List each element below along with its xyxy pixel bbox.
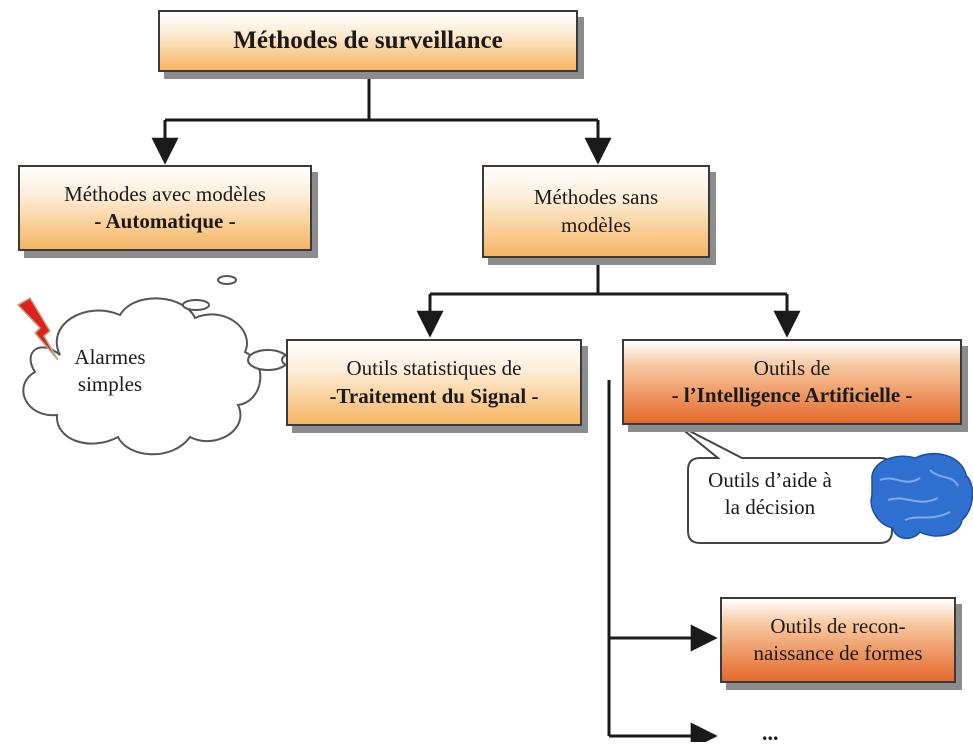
ai-tools-box: Outils de - l’Intelligence Artificielle … — [622, 339, 962, 425]
pattern-tools-box: Outils de recon- naissance de formes — [720, 597, 956, 683]
pattern-tools-line1: Outils de recon- — [770, 613, 906, 638]
with-models-label: Méthodes avec modèles — [64, 181, 266, 206]
root-method-box: Méthodes de surveillance — [158, 10, 578, 72]
decision-line1: Outils d’aide à — [708, 468, 832, 492]
signal-tools-line1: Outils statistiques de — [346, 356, 522, 381]
brain-icon — [870, 452, 973, 540]
root-connector — [151, 72, 612, 165]
without-models-box: Méthodes sans modèles — [482, 165, 710, 258]
with-models-box: Méthodes avec modèles - Automatique - — [18, 165, 312, 251]
pattern-tools-line2: naissance de formes — [753, 641, 923, 665]
lightning-bolt-icon — [16, 296, 59, 361]
signal-tools-box: Outils statistiques de -Traitement du Si… — [286, 339, 582, 426]
without-models-line1: Méthodes sans — [533, 185, 659, 210]
ai-branch-connector — [607, 380, 718, 742]
more-ellipsis: ... — [762, 720, 779, 745]
alarm-line1: Alarmes — [74, 345, 146, 369]
ai-tools-line2: - l’Intelligence Artificielle - — [671, 383, 913, 407]
root-title: Méthodes de surveillance — [233, 26, 503, 54]
alarm-thought-cloud — [22, 275, 311, 456]
without-models-line2: modèles — [561, 212, 631, 237]
automatique-label: - Automatique - — [94, 209, 236, 233]
alarm-line2: simples — [77, 372, 143, 397]
decision-text: Outils d’aide à la décision — [683, 467, 857, 522]
no-model-connector — [416, 258, 801, 338]
decision-line2: la décision — [724, 495, 816, 520]
ai-tools-line1: Outils de — [753, 355, 831, 380]
alarm-text: Alarmes simples — [30, 344, 190, 399]
signal-tools-line2: -Traitement du Signal - — [329, 383, 539, 408]
